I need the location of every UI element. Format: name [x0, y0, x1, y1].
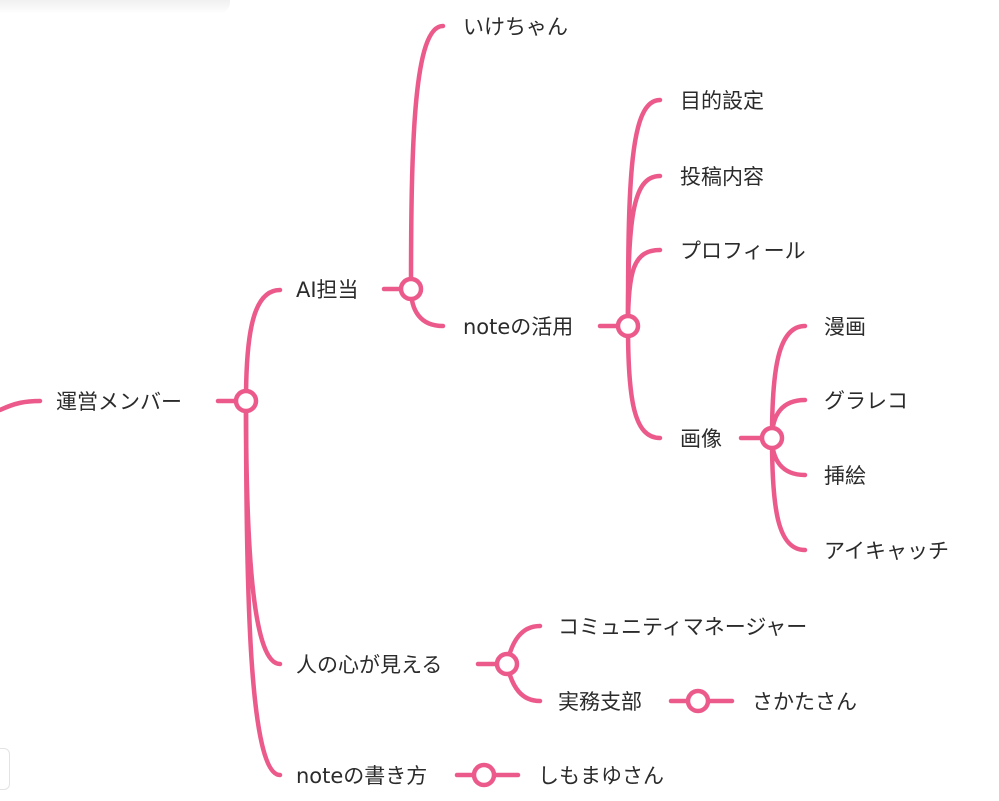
edge-to-eyecatch [769, 435, 808, 553]
edge-to-note-kakikata [243, 398, 283, 778]
node-hito-no-kokoro[interactable]: 人の心が見える [296, 653, 442, 677]
collapse-knob-note-kakikata[interactable] [471, 762, 497, 788]
node-ai-tantou[interactable]: AI担当 [296, 278, 359, 302]
collapse-knob-ai-tantou[interactable] [398, 276, 424, 302]
node-toukou-naiyou[interactable]: 投稿内容 [680, 165, 764, 189]
collapse-knob-unei-member[interactable] [233, 388, 259, 414]
node-ikechan[interactable]: いけちゃん [463, 15, 568, 39]
collapse-knob-gazou[interactable] [759, 425, 785, 451]
node-unei-member[interactable]: 運営メンバー [56, 390, 182, 414]
node-shimomayu-san[interactable]: しもまゆさん [538, 764, 664, 788]
node-jimu-shibu[interactable]: 実務支部 [558, 690, 642, 714]
edge-to-profile [625, 247, 663, 329]
node-manga[interactable]: 漫画 [824, 315, 866, 339]
edge-root-incoming [0, 398, 43, 413]
node-eyecatch[interactable]: アイキャッチ [824, 539, 949, 563]
node-note-katsuyou[interactable]: noteの活用 [463, 315, 573, 339]
node-sakata-san[interactable]: さかたさん [752, 690, 857, 714]
edge-to-ai-tantou [243, 287, 283, 404]
node-sashie[interactable]: 挿絵 [824, 464, 866, 488]
node-labels[interactable]: 運営メンバー AI担当 いけちゃん noteの活用 目的設定 投稿内容 プロフィ… [56, 15, 949, 788]
node-gazou[interactable]: 画像 [680, 427, 722, 451]
edge-to-manga [769, 323, 808, 441]
collapse-knob-note-katsuyou[interactable] [615, 313, 641, 339]
node-mokuteki-settei[interactable]: 目的設定 [680, 89, 764, 113]
edge-to-gazou [625, 323, 663, 441]
node-gurareko[interactable]: グラレコ [824, 389, 908, 413]
top-shadow [0, 0, 230, 14]
node-community-manager[interactable]: コミュニティマネージャー [558, 615, 807, 639]
node-note-kakikata[interactable]: noteの書き方 [296, 764, 427, 788]
collapse-knobs[interactable] [233, 276, 785, 788]
collapse-knob-hito-no-kokoro[interactable] [494, 651, 520, 677]
edge-to-ikechan [408, 23, 446, 292]
corner-tab [0, 748, 10, 790]
node-profile[interactable]: プロフィール [680, 239, 806, 263]
collapse-knob-jimu-shibu[interactable] [685, 688, 711, 714]
